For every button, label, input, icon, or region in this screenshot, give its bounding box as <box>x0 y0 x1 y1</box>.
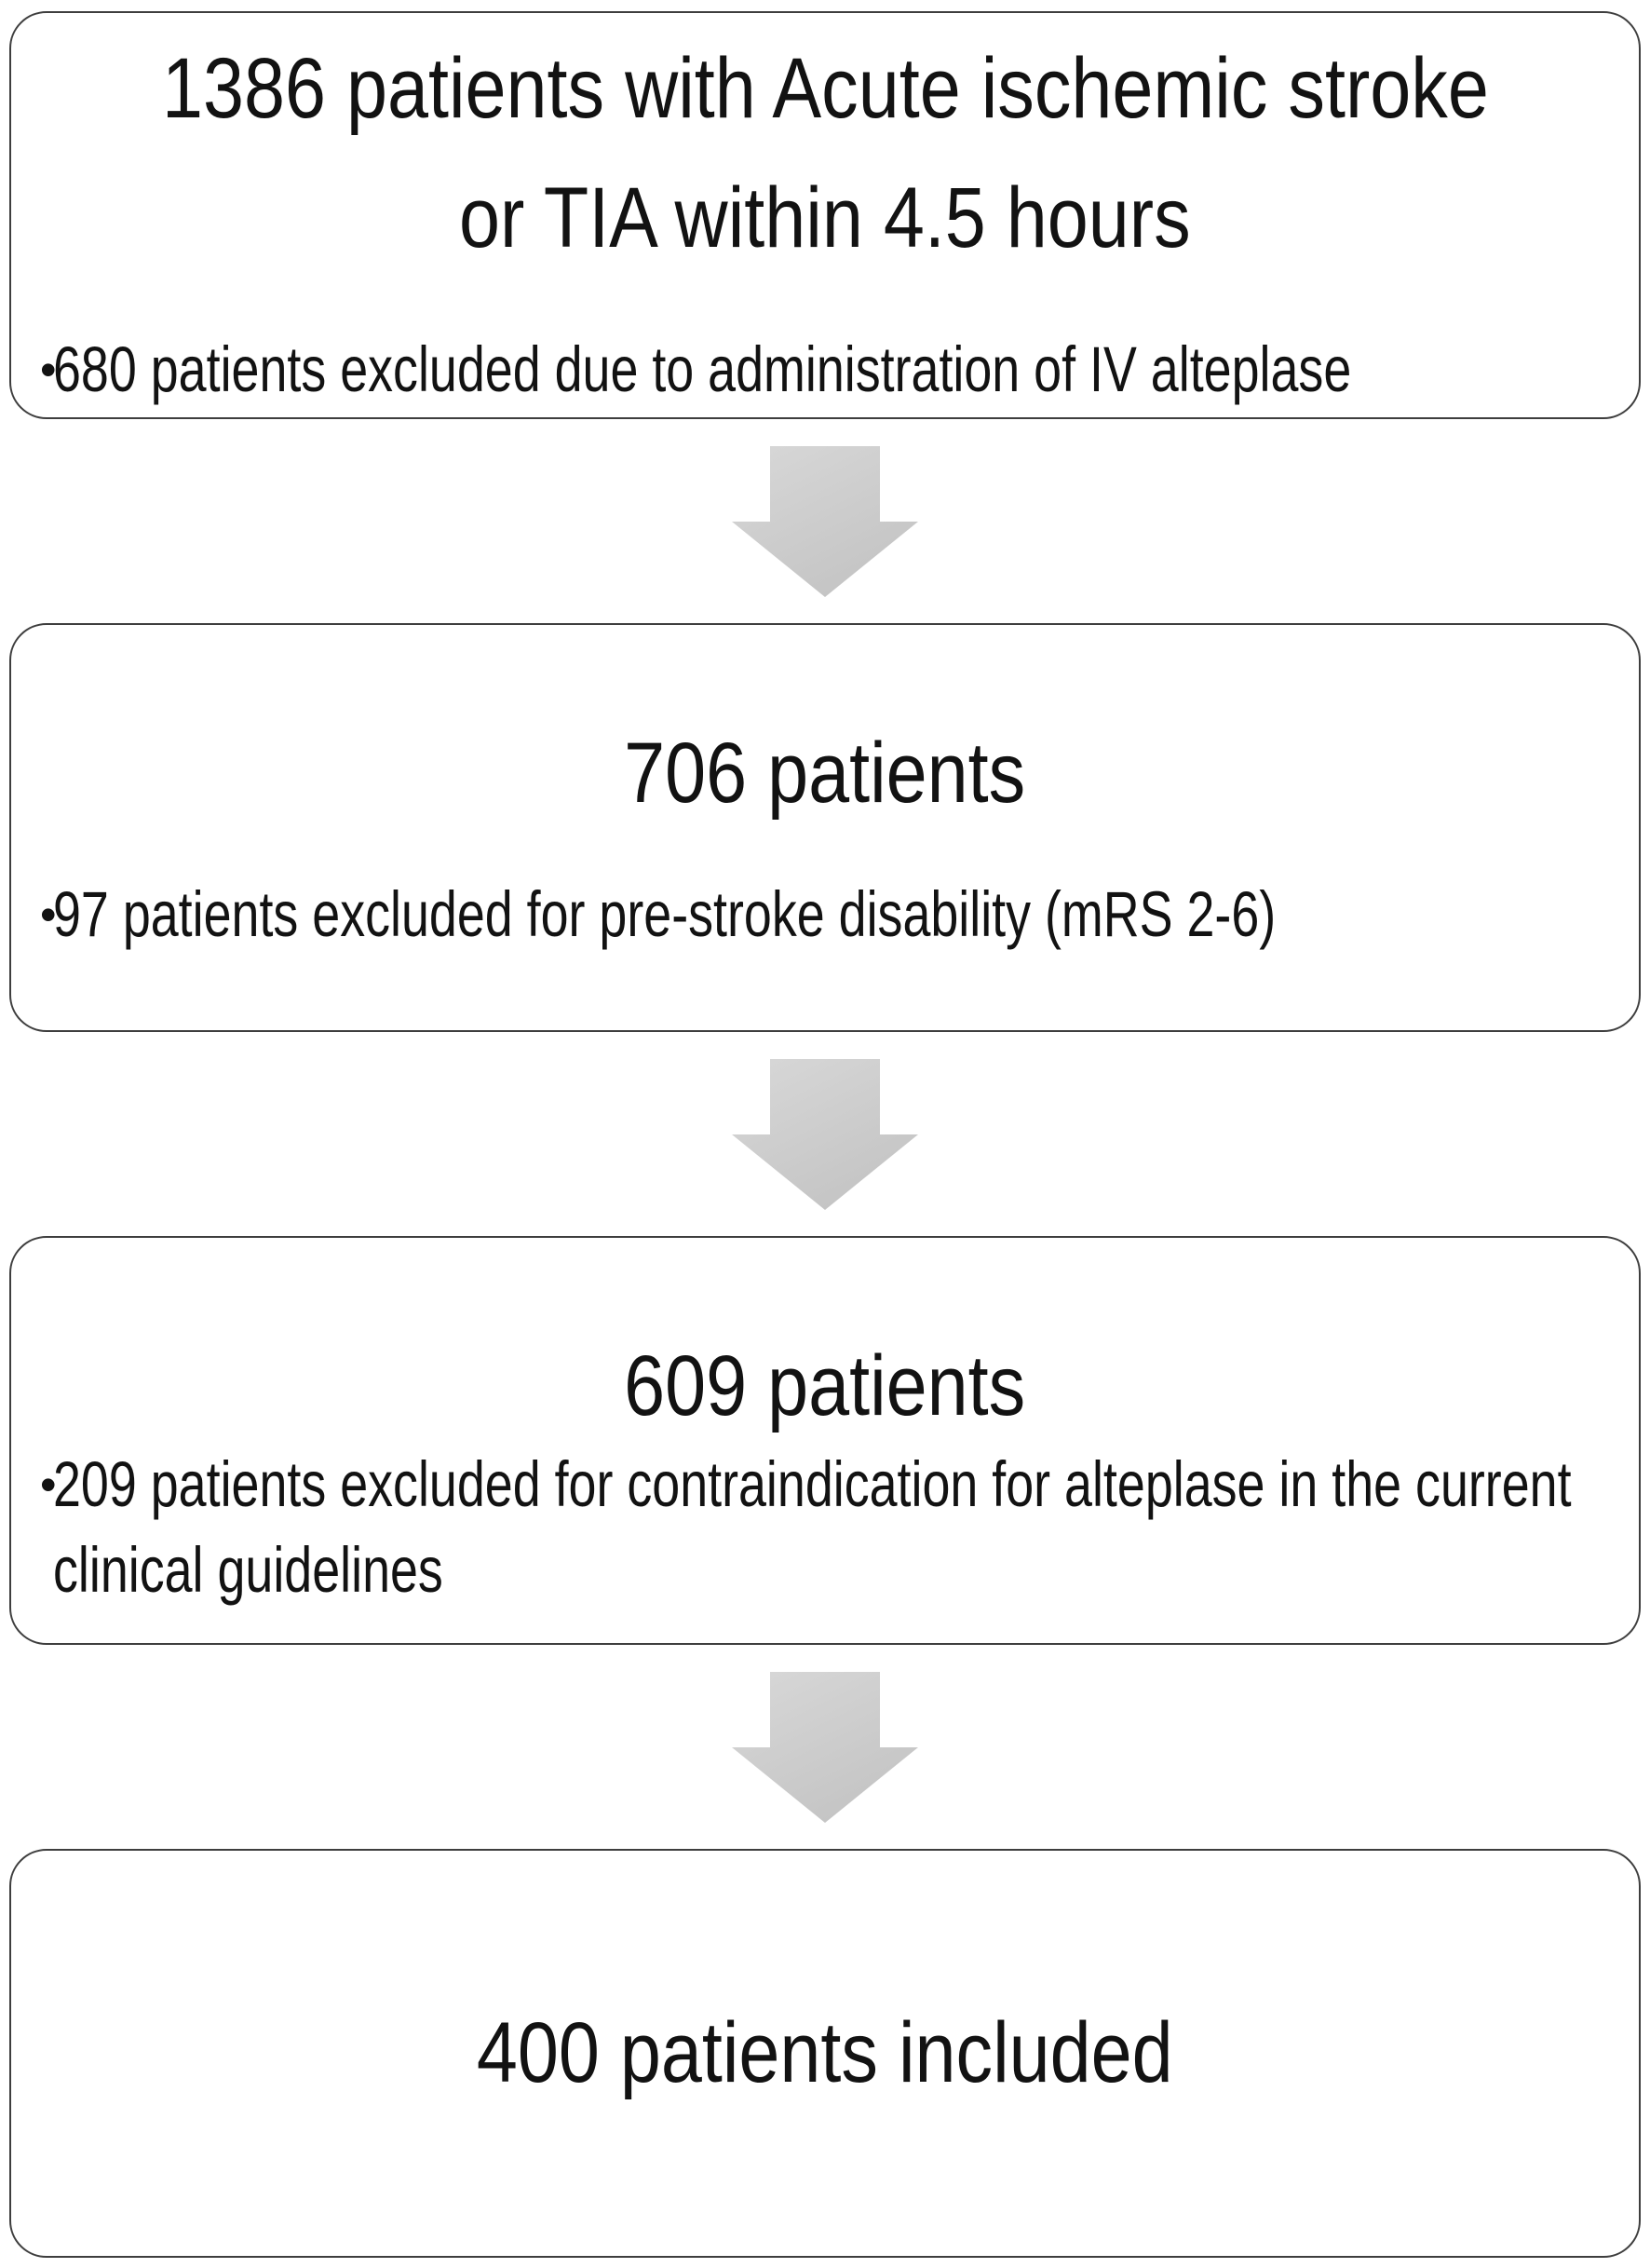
flowchart-box-included: 400 patients included <box>9 1849 1641 2258</box>
bullet-icon: • <box>40 889 57 941</box>
flowchart-box-609: 609 patients • 209 patients excluded for… <box>9 1236 1641 1645</box>
bullet-text: 209 patients excluded for contraindicati… <box>53 1448 1572 1606</box>
flow-connector <box>9 1645 1641 1849</box>
box-title-line: 706 patients <box>11 709 1639 838</box>
exclusion-bullet-item: • 680 patients excluded due to administr… <box>40 327 1611 413</box>
box-title-line: 609 patients <box>11 1322 1639 1451</box>
bullet-text: 680 patients excluded due to administrat… <box>53 333 1352 405</box>
box-title-text: 706 patients <box>624 726 1026 821</box>
box-title-text: 609 patients <box>624 1338 1026 1433</box>
flowchart-box-enrolled: 1386 patients with Acute ischemic stroke… <box>9 11 1641 419</box>
box-title: 1386 patients with Acute ischemic stroke… <box>11 24 1639 283</box>
down-arrow-icon <box>732 445 918 597</box>
bullet-icon: • <box>40 344 57 396</box>
box-title: 609 patients <box>11 1322 1639 1451</box>
box-title: 400 patients included <box>11 1851 1639 2256</box>
bullet-icon: • <box>40 1459 57 1511</box>
box-title-text: 400 patients included <box>477 2005 1173 2100</box>
exclusion-bullet-item: • 209 patients excluded for contraindica… <box>40 1442 1611 1613</box>
box-title-text: 1386 patients with Acute ischemic stroke <box>161 41 1489 136</box>
down-arrow-icon <box>732 1671 918 1823</box>
flow-connector <box>9 1032 1641 1236</box>
flowchart-box-706: 706 patients • 97 patients excluded for … <box>9 623 1641 1032</box>
down-arrow-icon <box>732 1058 918 1210</box>
box-title-line: or TIA within 4.5 hours <box>11 154 1639 283</box>
box-title-line: 1386 patients with Acute ischemic stroke <box>11 24 1639 154</box>
exclusion-bullet-item: • 97 patients excluded for pre-stroke di… <box>40 872 1611 957</box>
box-title-text: or TIA within 4.5 hours <box>459 170 1191 265</box>
bullet-text: 97 patients excluded for pre-stroke disa… <box>53 878 1277 950</box>
flow-connector <box>9 419 1641 623</box>
box-title: 706 patients <box>11 709 1639 838</box>
